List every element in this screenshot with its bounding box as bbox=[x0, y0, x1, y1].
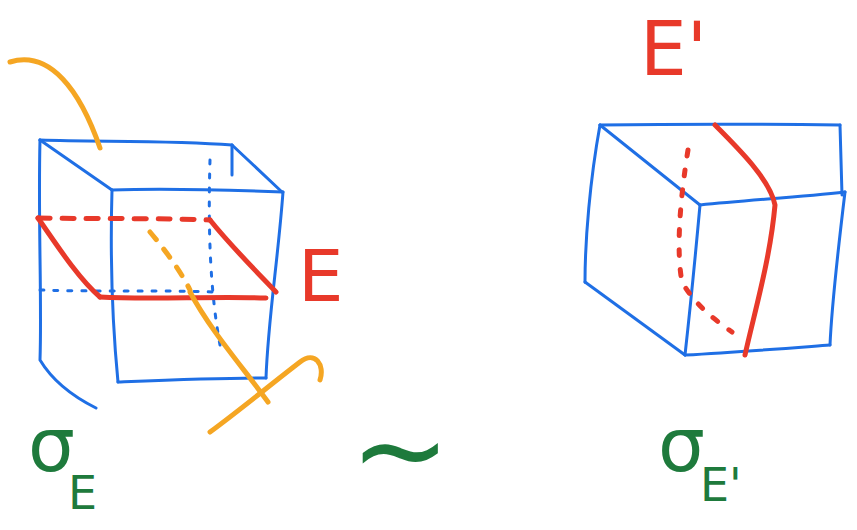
subscript: E bbox=[68, 470, 97, 516]
symbol-sigma: σ bbox=[28, 408, 75, 482]
curve-label: E bbox=[298, 240, 344, 312]
symbol-sigma: σ bbox=[658, 408, 705, 482]
curve-label: E' bbox=[640, 12, 707, 86]
subscript: E' bbox=[700, 462, 742, 508]
equivalence-symbol: ~ bbox=[350, 390, 451, 510]
